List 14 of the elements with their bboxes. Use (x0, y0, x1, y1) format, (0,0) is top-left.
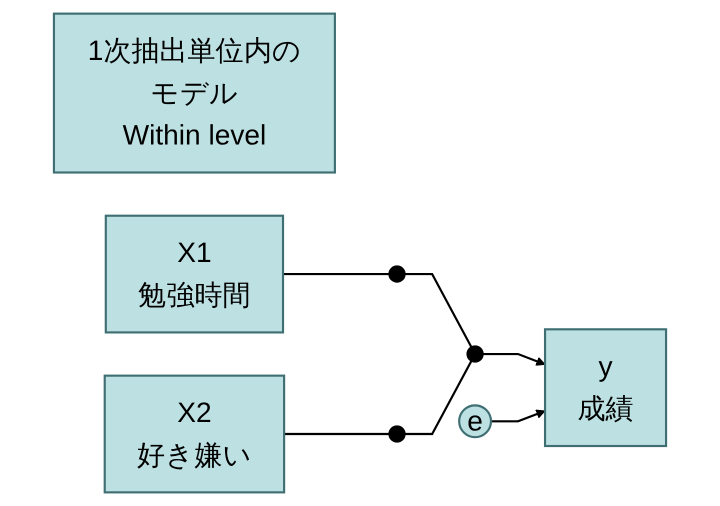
node-circle (388, 425, 406, 443)
connector (283, 273, 389, 276)
connector (405, 273, 472, 348)
node-box: 1次抽出単位内のモデル Within level (52, 12, 336, 174)
node-box: y 成績 (544, 328, 668, 448)
node-circle (388, 265, 406, 283)
node-circle: e (458, 404, 492, 438)
node-box: X2 好き嫌い (104, 374, 286, 494)
connector (405, 360, 472, 436)
arrow (491, 410, 546, 422)
connector (284, 432, 389, 436)
arrow (483, 352, 546, 366)
node-circle (466, 345, 484, 363)
node-box: X1 勉強時間 (104, 214, 284, 334)
